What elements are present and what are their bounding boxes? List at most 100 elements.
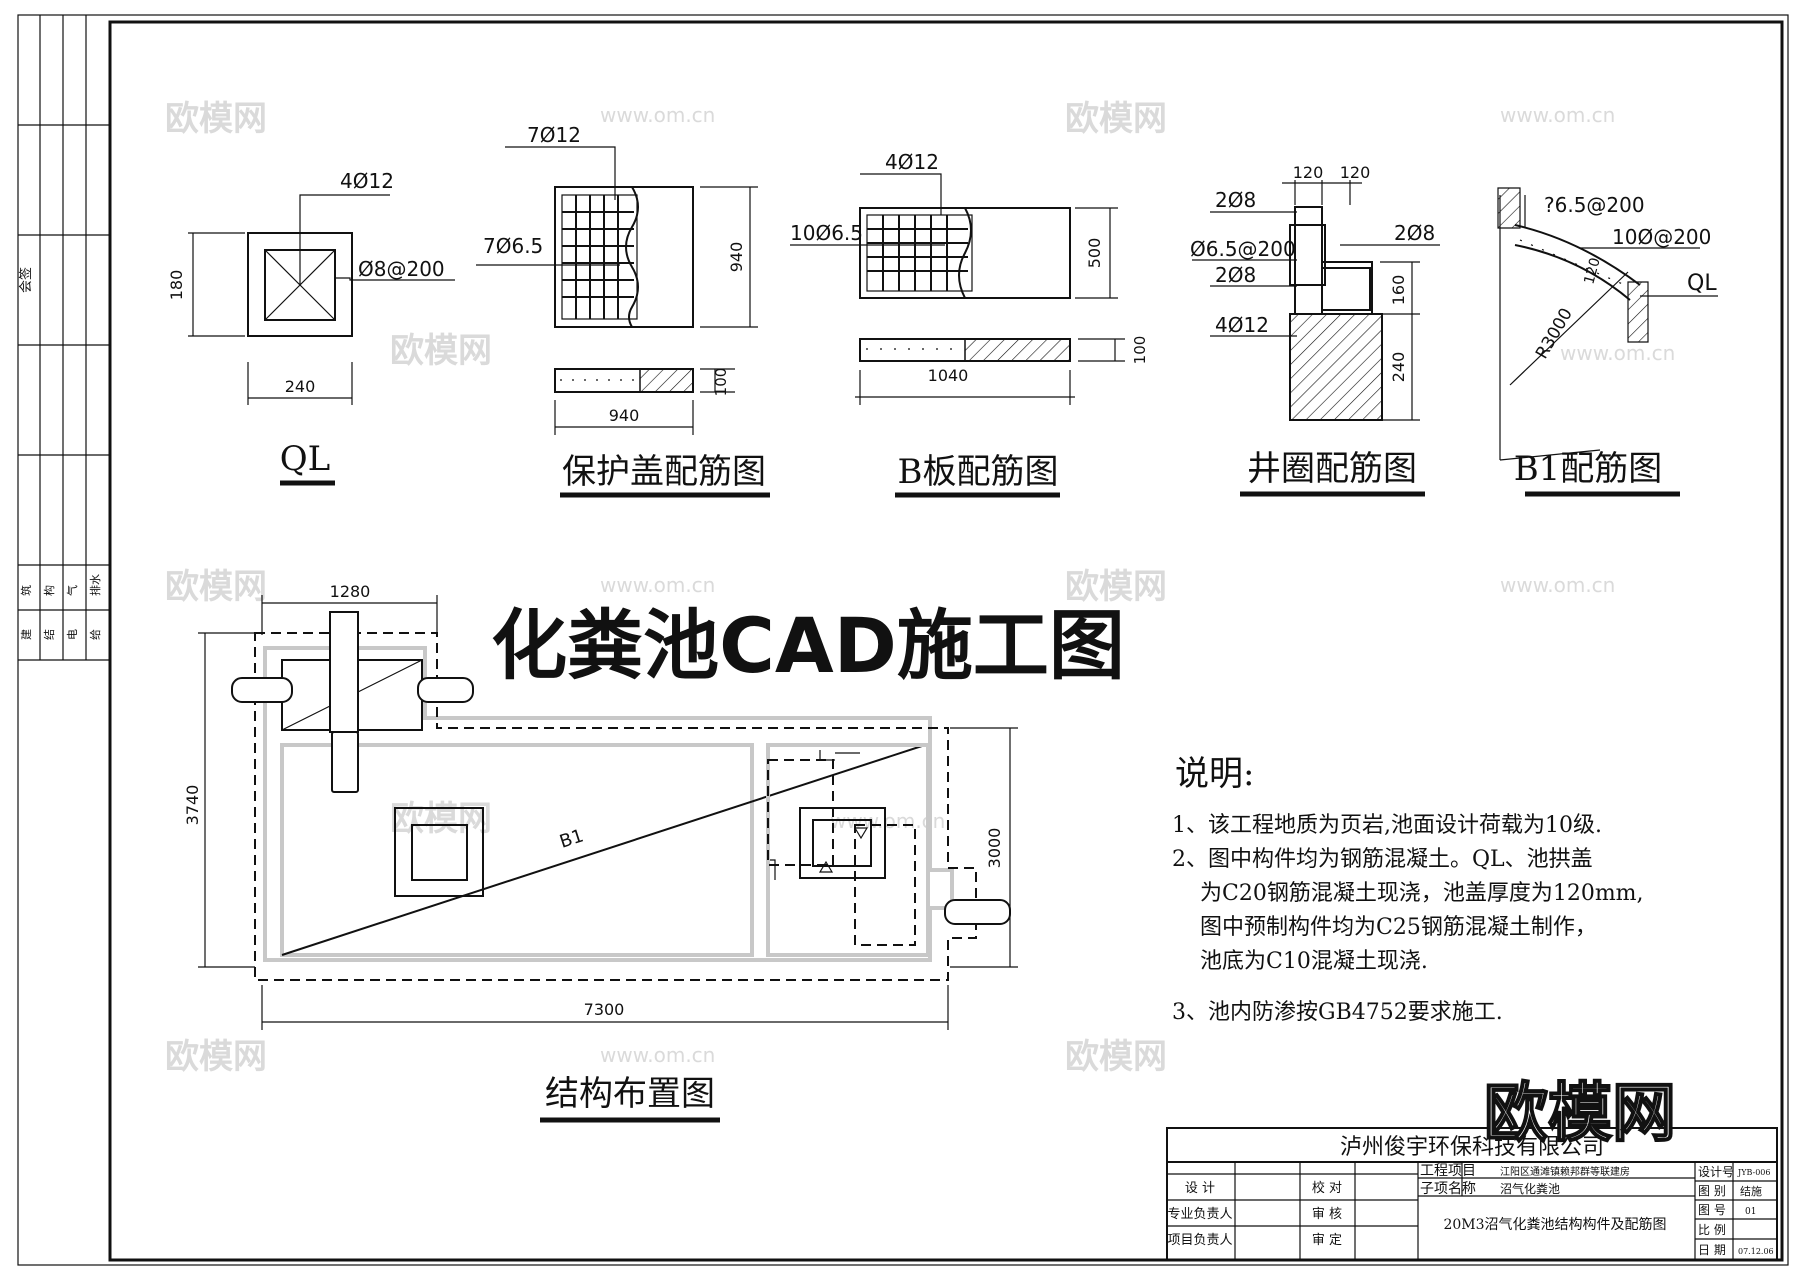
cover-height-dim: 940 <box>727 242 746 273</box>
b-slab-rebar-top: 4Ø12 <box>885 150 939 174</box>
tb-check: 审 核 <box>1312 1207 1342 1222</box>
tb-role: 设 计 <box>1185 1181 1215 1196</box>
watermark-brand: 欧模网 <box>165 567 267 607</box>
tb-project-label: 工程项目 <box>1420 1163 1476 1179</box>
watermark-url: www.om.cn <box>600 1043 715 1067</box>
tb-check: 审 定 <box>1312 1233 1342 1248</box>
watermark-url: www.om.cn <box>600 103 715 127</box>
strip-cell: 电 <box>66 629 79 640</box>
left-strip: 会签 建 结 电 给 筑 构 气 排水 <box>18 15 110 661</box>
b-slab-detail: 4Ø12 10Ø6.5 500 100 1040 B板配筋图 <box>790 150 1149 498</box>
ql-height-dim: 180 <box>167 270 186 301</box>
cover-thick-dim: 100 <box>712 368 730 397</box>
layout-plan: B1 1280 3740 3000 7300 结构布置图 <box>183 582 1018 1123</box>
watermark-url: www.om.cn <box>1500 103 1615 127</box>
note-line: 池底为C10混凝土现浇. <box>1200 949 1428 974</box>
strip-cell: 筑 <box>19 585 33 596</box>
notes: 说明: 1、该工程地质为页岩,池面设计荷载为10级. 2、图中构件均为钢筋混凝土… <box>1172 754 1644 1025</box>
watermark-brand: 欧模网 <box>1065 99 1167 139</box>
ring-rebar-1: 2Ø8 <box>1215 188 1256 212</box>
watermark-url: www.om.cn <box>600 573 715 597</box>
b-slab-height-dim: 500 <box>1085 238 1104 269</box>
watermark-brand: 欧模网 <box>390 799 492 839</box>
ring-dim-b: 120 <box>1340 163 1371 182</box>
note-line: 3、池内防渗按GB4752要求施工. <box>1172 1000 1503 1025</box>
well-ring-detail: 120 120 2Ø8 Ø6.5@200 2Ø8 2Ø8 4Ø12 160 24… <box>1190 163 1440 497</box>
note-line: 为C20钢筋混凝土现浇，池盖厚度为120mm, <box>1200 881 1644 906</box>
b1-ql-label: QL <box>1687 271 1717 296</box>
tb-sub-value: 沼气化粪池 <box>1500 1181 1560 1196</box>
strip-cell: 气 <box>65 585 79 596</box>
b1-title: B1配筋图 <box>1514 449 1663 489</box>
cover-width-dim: 940 <box>609 406 640 425</box>
tb-project-value: 江阳区通滩镇赖邦群等联建房 <box>1500 1165 1630 1178</box>
strip-cell: 结 <box>43 629 56 640</box>
layout-title: 结构布置图 <box>545 1074 715 1114</box>
outer-border <box>17 14 1789 1266</box>
watermark-brand: 欧模网 <box>165 1037 267 1077</box>
ql-detail: 4Ø12 Ø8@200 180 240 QL <box>167 169 455 486</box>
cover-detail: 7Ø12 7Ø6.5 940 100 940 保护盖配筋图 <box>476 123 770 498</box>
note-line: 图中预制构件均为C25钢筋混凝土制作， <box>1200 915 1597 940</box>
note-line: 1、该工程地质为页岩,池面设计荷载为10级. <box>1172 813 1602 838</box>
layout-dim-top: 1280 <box>330 582 371 601</box>
tb-meta-value: 01 <box>1745 1207 1756 1217</box>
watermark-brand: 欧模网 <box>1065 1037 1167 1077</box>
cover-title: 保护盖配筋图 <box>562 452 766 492</box>
tb-meta-label: 比 例 <box>1698 1223 1726 1237</box>
tb-meta-value: JYB-006 <box>1737 1168 1771 1177</box>
strip-cell: 给 <box>89 629 102 640</box>
note-line: 2、图中构件均为钢筋混凝土。QL、池拱盖 <box>1172 847 1593 872</box>
layout-b1-label: B1 <box>557 825 586 852</box>
ring-title: 井圈配筋图 <box>1247 449 1417 489</box>
tb-meta-label: 图 别 <box>1698 1184 1726 1198</box>
inner-border <box>108 20 1784 1262</box>
ql-stirrup: Ø8@200 <box>358 257 445 281</box>
tb-company: 泸州俊宇环保科技有限公司 <box>1340 1135 1604 1160</box>
tb-role: 专业负责人 <box>1167 1207 1232 1222</box>
ring-dim-c: 160 <box>1389 275 1408 306</box>
strip-cell: 建 <box>19 629 33 640</box>
watermark-url: www.om.cn <box>1560 341 1675 365</box>
cover-rebar-top: 7Ø12 <box>527 123 581 147</box>
watermarks: 欧模网 www.om.cn 欧模网 www.om.cn 欧模网 www.om.c… <box>165 99 1675 1077</box>
title-block: 泸州俊宇环保科技有限公司 设 计 专业负责人 项目负责人 校 对 审 核 审 定… <box>1166 1127 1778 1261</box>
tb-role: 项目负责人 <box>1167 1233 1232 1248</box>
b-slab-title: B板配筋图 <box>898 452 1059 492</box>
ring-rebar-3: 2Ø8 <box>1394 221 1435 245</box>
tb-meta-value: 07.12.06 <box>1738 1247 1774 1256</box>
tb-meta-label: 图 号 <box>1698 1203 1726 1217</box>
ql-width-dim: 240 <box>285 377 316 396</box>
ql-rebar-main: 4Ø12 <box>340 169 394 193</box>
b-slab-rebar-side: 10Ø6.5 <box>790 221 863 245</box>
layout-dim-right: 3000 <box>985 828 1004 869</box>
tb-meta-label: 日 期 <box>1698 1243 1726 1257</box>
ring-rebar-2: Ø6.5@200 <box>1190 237 1296 261</box>
layout-dim-left: 3740 <box>183 785 202 826</box>
tb-drawing-name: 20M3沼气化粪池结构构件及配筋图 <box>1443 1216 1666 1233</box>
notes-heading: 说明: <box>1175 754 1254 794</box>
page-title: 化粪池CAD施工图 <box>491 601 1125 690</box>
strip-cell: 构 <box>42 585 56 596</box>
tb-meta-value: 结施 <box>1740 1185 1762 1198</box>
ring-rebar-5: 4Ø12 <box>1215 313 1269 337</box>
watermark-brand: 欧模网 <box>390 331 492 371</box>
b-slab-thick-dim: 100 <box>1131 336 1149 365</box>
watermark-logo: 欧模网 <box>1484 1077 1676 1151</box>
ql-title: QL <box>280 439 330 479</box>
b1-rebar-2: 10Ø@200 <box>1612 225 1711 249</box>
strip-cell: 排水 <box>88 574 102 596</box>
b1-thickness: 120 <box>1581 256 1603 286</box>
b-slab-width-dim: 1040 <box>928 366 969 385</box>
ring-rebar-4: 2Ø8 <box>1215 263 1256 287</box>
cover-rebar-side: 7Ø6.5 <box>483 234 543 258</box>
tb-sub-label: 子项名称 <box>1420 1181 1476 1197</box>
watermark-brand: 欧模网 <box>165 99 267 139</box>
ring-dim-d: 240 <box>1389 352 1408 383</box>
ring-dim-a: 120 <box>1293 163 1324 182</box>
layout-dim-bottom: 7300 <box>584 1000 625 1019</box>
b1-rebar-1: ?6.5@200 <box>1544 193 1645 217</box>
tb-meta-label: 设计号 <box>1698 1165 1734 1179</box>
